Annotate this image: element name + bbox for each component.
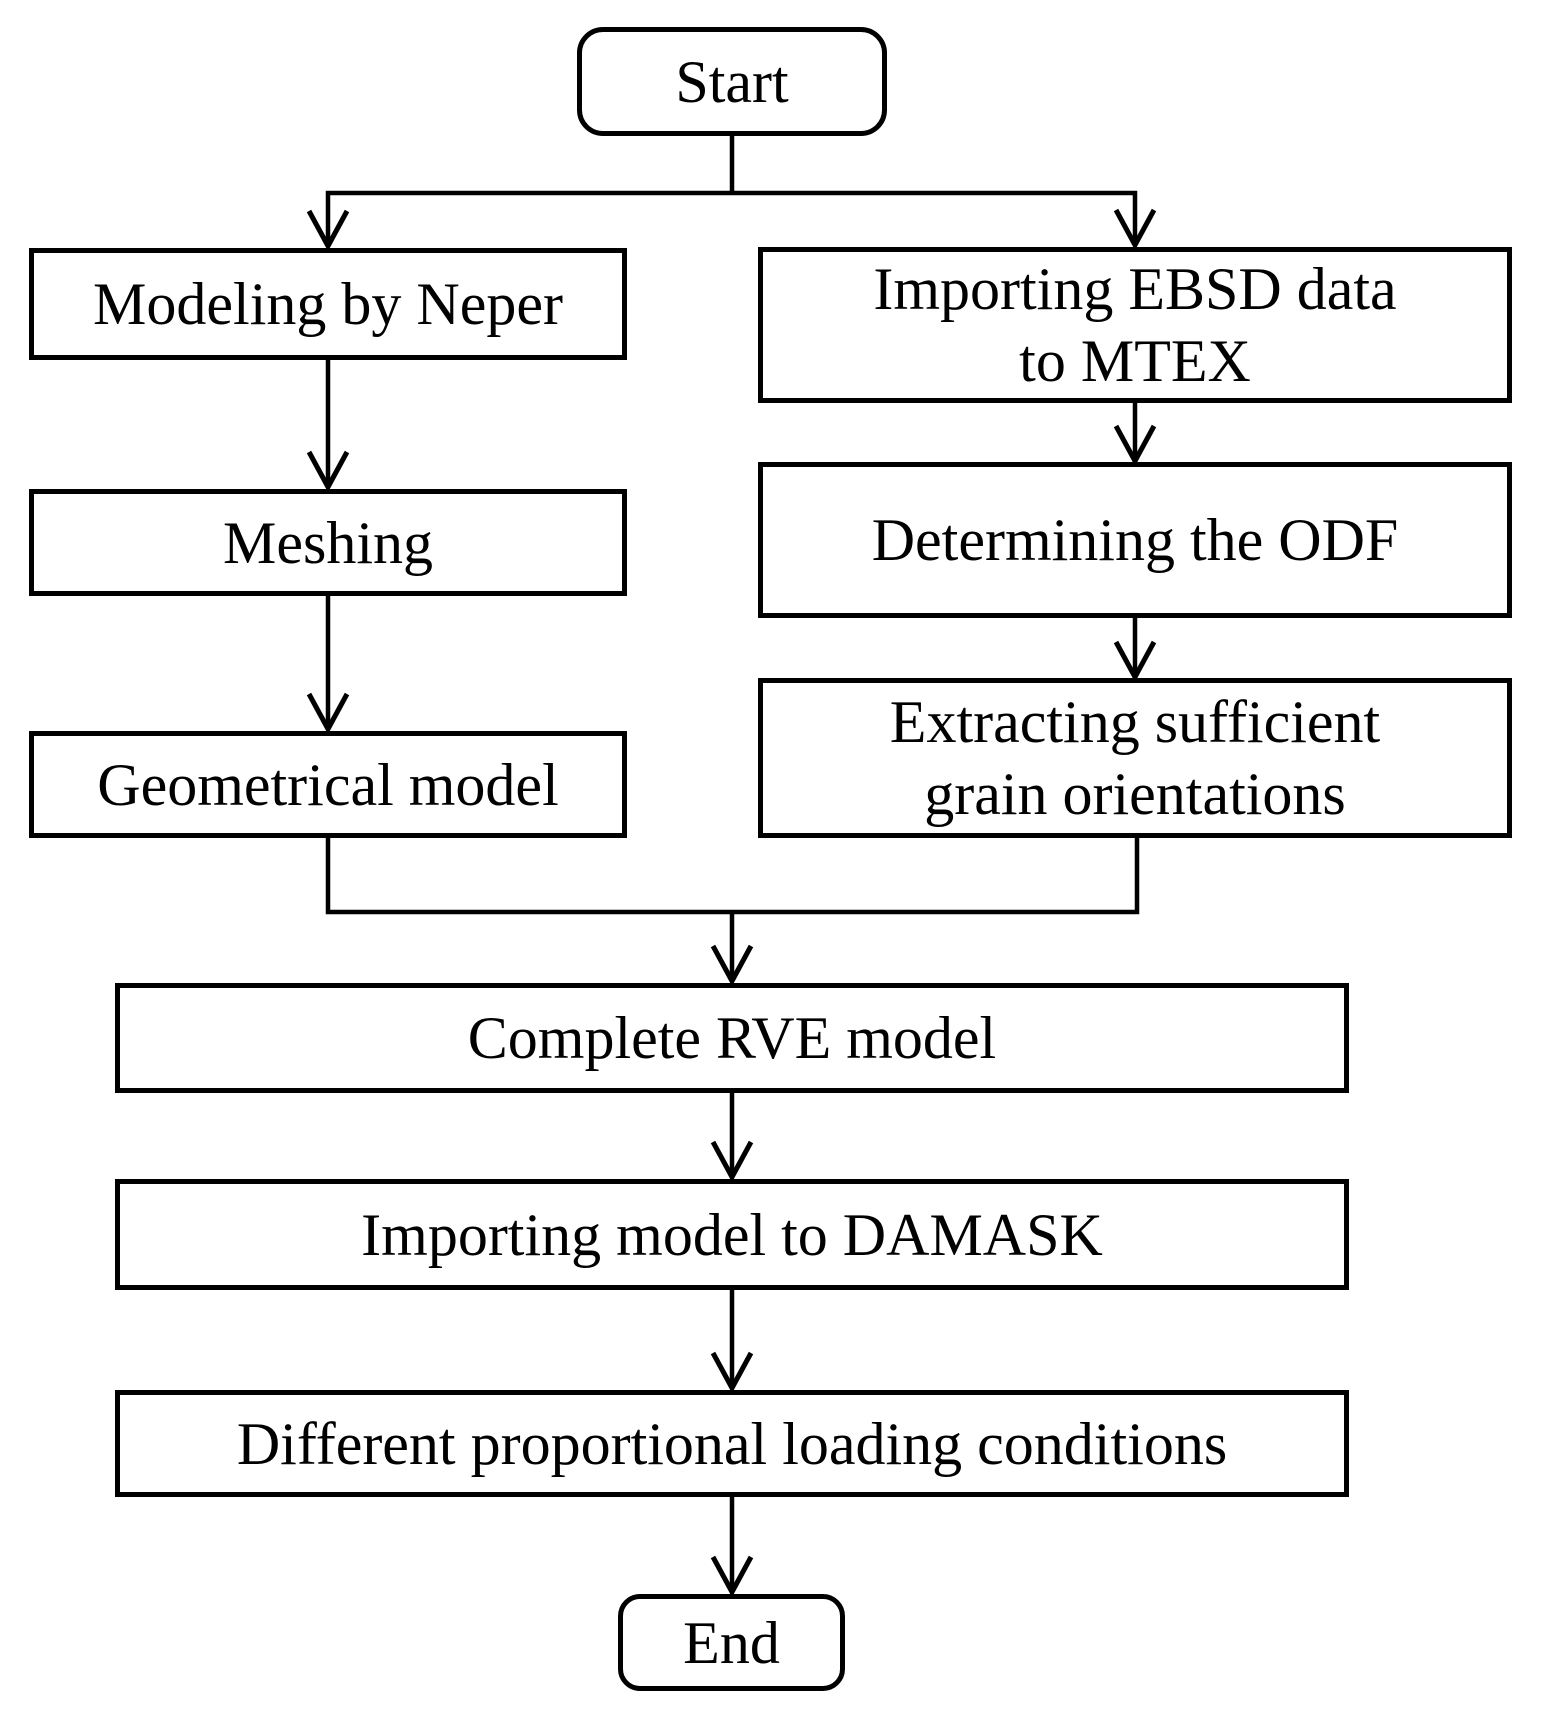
node-importing-model-to-damask: Importing model to DAMASK	[115, 1179, 1349, 1290]
node-importing-model-to-damask-label: Importing model to DAMASK	[361, 1201, 1103, 1268]
arrowhead-into-damask	[710, 1140, 754, 1183]
node-extracting-grain-orientations: Extracting sufficient grain orientations	[758, 678, 1512, 838]
arrowhead-into-meshing	[306, 450, 350, 493]
arrowhead-into-rve	[710, 944, 754, 987]
arrowhead-into-neper	[306, 209, 350, 252]
node-meshing-label: Meshing	[223, 509, 433, 576]
arrowhead-into-loading	[710, 1351, 754, 1394]
node-importing-ebsd-data: Importing EBSD data to MTEX	[758, 247, 1512, 403]
arrowhead-into-extract	[1113, 640, 1157, 683]
node-start: Start	[577, 27, 887, 136]
node-modeling-by-neper: Modeling by Neper	[29, 248, 627, 360]
node-proportional-loading-conditions-label: Different proportional loading condition…	[236, 1410, 1228, 1477]
node-geometrical-model-label: Geometrical model	[97, 751, 559, 818]
node-modeling-by-neper-label: Modeling by Neper	[93, 271, 563, 337]
arrowhead-into-geometrical	[306, 692, 350, 735]
node-end: End	[618, 1594, 845, 1691]
edge-split-bar	[325, 190, 1138, 244]
node-determining-odf-label: Determining the ODF	[871, 507, 1399, 573]
node-complete-rve-model-label: Complete RVE model	[467, 1005, 997, 1071]
node-proportional-loading-conditions: Different proportional loading condition…	[115, 1390, 1349, 1497]
node-extracting-grain-orientations-label: Extracting sufficient grain orientations	[889, 689, 1381, 827]
node-meshing: Meshing	[29, 489, 627, 596]
node-start-label: Start	[675, 48, 789, 115]
node-end-label: End	[683, 1609, 780, 1676]
node-complete-rve-model: Complete RVE model	[115, 983, 1349, 1093]
node-determining-odf: Determining the ODF	[758, 462, 1512, 618]
edge-merge-bus	[325, 838, 1140, 915]
arrowhead-into-odf	[1113, 424, 1157, 467]
node-geometrical-model: Geometrical model	[29, 731, 627, 838]
node-importing-ebsd-data-label: Importing EBSD data to MTEX	[873, 256, 1397, 394]
arrowhead-into-ebsd	[1113, 208, 1157, 251]
arrowhead-into-end	[710, 1555, 754, 1598]
